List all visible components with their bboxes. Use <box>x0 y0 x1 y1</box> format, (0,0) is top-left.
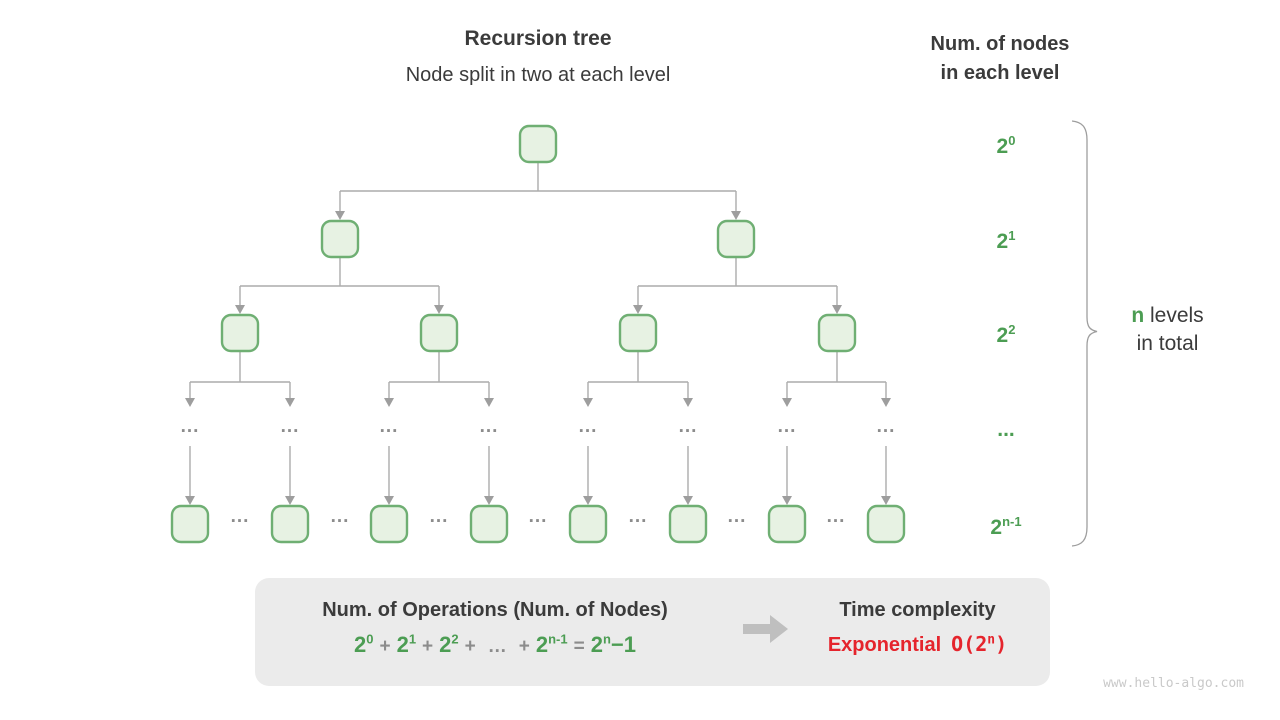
tree-ellipsis: ... <box>180 416 200 437</box>
plus-operator: + <box>464 636 476 658</box>
tree-ellipsis: ... <box>826 506 846 527</box>
tree-ellipsis: ... <box>678 416 698 437</box>
diagram-subtitle: Node split in two at each level <box>405 64 671 86</box>
nodes-per-level-line1: Num. of nodes <box>930 33 1070 55</box>
complexity-summary-panel: Num. of Operations (Num. of Nodes) 20+21… <box>255 578 1050 686</box>
watermark: www.hello-algo.com <box>1103 676 1244 691</box>
level-label-base: 2 <box>996 324 1009 347</box>
tree-ellipsis: ... <box>379 416 399 437</box>
term-exp: 0 <box>366 632 374 647</box>
ellipsis-operator: … <box>487 636 507 658</box>
sum-term: 20 <box>354 632 373 657</box>
tree-ellipsis: ... <box>876 416 896 437</box>
tree-node <box>419 313 459 353</box>
tree-ellipsis: ... <box>578 416 598 437</box>
time-complexity-title: Time complexity <box>839 599 996 621</box>
level-label-1: 21 <box>946 222 1066 256</box>
right-arrow-icon <box>743 615 788 643</box>
level-label-exp: n-1 <box>1002 514 1022 529</box>
term-tail: −1 <box>610 632 637 658</box>
tree-ellipsis: ... <box>528 506 548 527</box>
levels-word: levels <box>1149 304 1204 327</box>
tree-ellipsis: ... <box>429 506 449 527</box>
tree-node <box>568 504 608 544</box>
term-exp: 2 <box>451 632 459 647</box>
tree-ellipsis: ... <box>727 506 747 527</box>
tree-ellipsis: ... <box>230 506 250 527</box>
tree-node <box>618 313 658 353</box>
tree-node <box>270 504 310 544</box>
tree-ellipsis: ... <box>628 506 648 527</box>
level-label-base: 2 <box>996 230 1009 253</box>
tree-node <box>320 219 360 259</box>
term-exp: 1 <box>408 632 417 647</box>
term-exp: n <box>602 632 611 647</box>
brace <box>1071 120 1098 547</box>
sum-term: 21 <box>397 632 416 657</box>
complexity-value: Exponential O(2n) <box>815 632 1020 657</box>
tree-ellipsis: ... <box>777 416 797 437</box>
tree-node <box>767 504 807 544</box>
tree-connectors <box>189 162 887 497</box>
level-label-base: ... <box>997 418 1015 441</box>
big-o-prefix: O(2 <box>951 632 988 656</box>
tree-node <box>716 219 756 259</box>
level-label-n-1: 2n-1 <box>946 508 1066 542</box>
tree-node <box>668 504 708 544</box>
level-label-0: 20 <box>946 127 1066 161</box>
term-base: 2 <box>353 632 367 658</box>
level-label-exp: 2 <box>1008 322 1016 337</box>
n-symbol: n <box>1131 304 1145 327</box>
plus-operator: + <box>379 636 391 658</box>
plus-operator: + <box>518 636 530 658</box>
tree-node <box>469 504 509 544</box>
tree-node <box>817 313 857 353</box>
tree-node <box>369 504 409 544</box>
term-base: 2 <box>439 632 452 658</box>
diagram-title: Recursion tree <box>464 27 612 50</box>
tree-node <box>866 504 906 544</box>
tree-node <box>170 504 210 544</box>
tree-ellipsis: ... <box>280 416 300 437</box>
equals-operator: = <box>573 636 585 658</box>
sum-term: 2n-1 <box>536 632 568 657</box>
tree-node <box>518 124 558 164</box>
level-label-exp: 1 <box>1008 228 1016 243</box>
level-label-2: 22 <box>946 316 1066 350</box>
operations-title: Num. of Operations (Num. of Nodes) <box>322 599 668 621</box>
term-exp: n-1 <box>548 632 568 647</box>
arrowhead-icons <box>185 211 891 505</box>
level-label-base: 2 <box>990 516 1003 539</box>
level-label-ellipsis: ... <box>946 410 1066 444</box>
tree-ellipsis: ... <box>479 416 499 437</box>
total-levels-label: n levels in total <box>1100 302 1235 358</box>
term-base: 2 <box>396 632 409 658</box>
plus-operator: + <box>422 636 434 658</box>
in-total-word: in total <box>1136 332 1199 355</box>
tree-ellipsis: ... <box>330 506 350 527</box>
term-base: 2 <box>535 632 549 658</box>
level-label-exp: 0 <box>1008 133 1016 148</box>
tree-node <box>220 313 260 353</box>
tree-nodes <box>170 124 906 544</box>
sum-result: 2n−1 <box>591 632 636 657</box>
term-base: 2 <box>590 632 603 658</box>
operations-sum: 20+21+22+…+2n-1=2n−1 <box>285 632 705 658</box>
level-label-base: 2 <box>996 135 1009 158</box>
big-o-exp: n <box>987 632 996 648</box>
nodes-per-level-heading: Num. of nodes in each level <box>900 30 1100 88</box>
big-o-notation: O(2n) <box>951 632 1007 656</box>
sum-term: 22 <box>439 632 458 657</box>
big-o-suffix: ) <box>995 632 1008 656</box>
nodes-per-level-line2: in each level <box>940 62 1060 84</box>
complexity-word: Exponential <box>827 634 942 656</box>
